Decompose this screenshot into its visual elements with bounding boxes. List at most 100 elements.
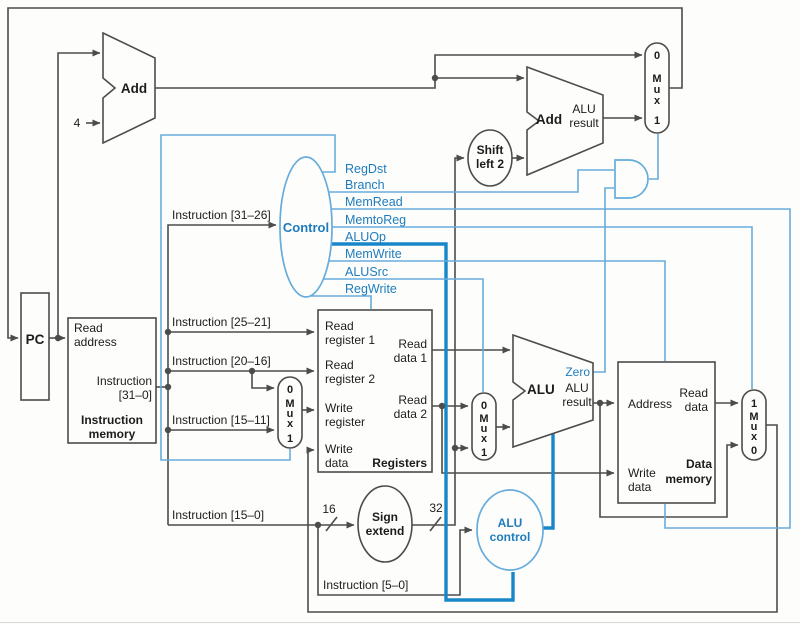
imem-read-address-1: Read bbox=[74, 321, 103, 335]
slash-32 bbox=[429, 516, 442, 532]
field-15-0-label: Instruction [15–0] bbox=[172, 508, 264, 522]
field-25-21-label: Instruction [25–21] bbox=[172, 315, 271, 329]
reg-rd2-2: data 2 bbox=[394, 407, 428, 421]
mux-regdst-x: x bbox=[287, 418, 294, 430]
mux-memtoreg-u: u bbox=[751, 421, 758, 433]
reg-rd1-1: Read bbox=[398, 337, 427, 351]
control-label: Control bbox=[283, 220, 329, 235]
alu-zero-label: Zero bbox=[565, 365, 590, 379]
dmem-readdata-1: Read bbox=[679, 386, 708, 400]
wire-and-out bbox=[649, 134, 659, 180]
signal-memwrite: MemWrite bbox=[345, 247, 402, 261]
alu-result-1: ALU bbox=[565, 381, 588, 395]
wire-readdata2-to-mem bbox=[441, 406, 615, 477]
reg-rr1-1: Read bbox=[325, 319, 354, 333]
signal-branch: Branch bbox=[345, 178, 385, 192]
registers-name: Registers bbox=[372, 456, 427, 470]
mux-pcsrc-x: x bbox=[654, 95, 661, 107]
imem-name-2: memory bbox=[89, 427, 136, 441]
branch-adder-result-2: result bbox=[569, 116, 599, 130]
signal-regdst: RegDst bbox=[345, 162, 387, 176]
mux-pcsrc-0: 0 bbox=[654, 50, 660, 62]
wire-i2016-to-mux bbox=[251, 371, 275, 392]
reg-wd-1: Write bbox=[325, 442, 353, 456]
reg-rd2-1: Read bbox=[398, 393, 427, 407]
mux-regdst bbox=[277, 376, 303, 449]
mux-pcsrc-u: u bbox=[654, 84, 661, 96]
reg-wd-2: data bbox=[325, 456, 349, 470]
wire-pc-to-add bbox=[57, 49, 101, 338]
wire-alu-result-to-mux bbox=[599, 403, 739, 518]
mux-pcsrc-1: 1 bbox=[654, 115, 660, 127]
sign-extend-label-1: Sign bbox=[372, 510, 398, 524]
pc-box bbox=[20, 292, 50, 401]
mux-alusrc bbox=[471, 392, 497, 461]
dmem-name-2: memory bbox=[665, 472, 712, 486]
pc-adder-shape bbox=[102, 31, 156, 145]
wire-memtoreg bbox=[331, 226, 753, 389]
mux-alusrc-u: u bbox=[481, 423, 488, 435]
sign-extend-label-2: extend bbox=[366, 524, 405, 538]
alu-control-label-2: control bbox=[490, 530, 531, 544]
dmem-readdata-2: data bbox=[685, 400, 709, 414]
mux-alusrc-0: 0 bbox=[481, 400, 487, 412]
wire-instruction-bus bbox=[167, 221, 277, 525]
reg-rr1-2: register 1 bbox=[325, 333, 375, 347]
signal-memtoreg: MemtoReg bbox=[345, 213, 406, 227]
field-20-16-label: Instruction [20–16] bbox=[172, 354, 271, 368]
wire-add1-out bbox=[155, 78, 436, 89]
mux-regdst-0: 0 bbox=[287, 384, 293, 396]
const-4-label: 4 bbox=[74, 116, 81, 130]
alu-label: ALU bbox=[527, 382, 555, 397]
mux-alusrc-m: M bbox=[479, 413, 488, 425]
imem-out-label-1: Instruction bbox=[97, 374, 152, 388]
dmem-name-1: Data bbox=[686, 457, 712, 471]
mux-pcsrc bbox=[644, 42, 670, 134]
sign-extend-oval bbox=[357, 485, 413, 563]
mux-memtoreg-0: 0 bbox=[751, 445, 757, 457]
dmem-address-label: Address bbox=[628, 397, 672, 411]
field-5-0-label: Instruction [5–0] bbox=[323, 578, 408, 592]
alu-control-label-1: ALU bbox=[498, 516, 523, 530]
data-memory-box bbox=[617, 361, 716, 504]
control-wires bbox=[160, 134, 791, 602]
wire-branch bbox=[326, 169, 614, 193]
shift-left-2-label-2: left 2 bbox=[476, 157, 504, 171]
branch-adder-result-1: ALU bbox=[572, 102, 595, 116]
shift-left-2-oval bbox=[467, 129, 513, 187]
wire-alucontrol-out bbox=[543, 433, 555, 530]
pc-adder-label: Add bbox=[121, 81, 147, 96]
mux-alusrc-x: x bbox=[481, 433, 488, 445]
alu-shape bbox=[512, 333, 594, 449]
mux-regdst-u: u bbox=[287, 408, 294, 420]
black-wires bbox=[7, 7, 778, 613]
wire-regdst bbox=[160, 134, 336, 461]
alu-control-oval bbox=[476, 489, 544, 571]
pc-label: PC bbox=[26, 332, 45, 347]
imem-name-1: Instruction bbox=[81, 413, 143, 427]
wire-signext-out bbox=[412, 154, 465, 526]
reg-rd1-2: data 1 bbox=[394, 351, 428, 365]
field-15-11-label: Instruction [15–11] bbox=[172, 413, 270, 427]
branch-adder-shape bbox=[526, 65, 604, 177]
reg-rr2-2: register 2 bbox=[325, 372, 375, 386]
mux-regdst-m: M bbox=[285, 398, 294, 410]
alu-result-2: result bbox=[562, 395, 592, 409]
wire-i50 bbox=[317, 525, 473, 596]
imem-out-label-2: [31–0] bbox=[119, 388, 152, 402]
signal-alusrc: ALUSrc bbox=[345, 265, 388, 279]
signal-regwrite: RegWrite bbox=[345, 282, 397, 296]
and-gate bbox=[614, 159, 649, 199]
mux-pcsrc-m: M bbox=[652, 73, 661, 85]
wire-alusrc bbox=[321, 278, 484, 392]
slash-16 bbox=[325, 516, 338, 532]
branch-adder-label: Add bbox=[536, 112, 562, 127]
instruction-memory-box bbox=[67, 317, 157, 444]
signal-memread: MemRead bbox=[345, 195, 403, 209]
imem-read-address-2: address bbox=[74, 335, 117, 349]
junction-dots bbox=[54, 74, 604, 529]
dmem-writedata-2: data bbox=[628, 480, 652, 494]
wire-writeback bbox=[306, 424, 778, 613]
